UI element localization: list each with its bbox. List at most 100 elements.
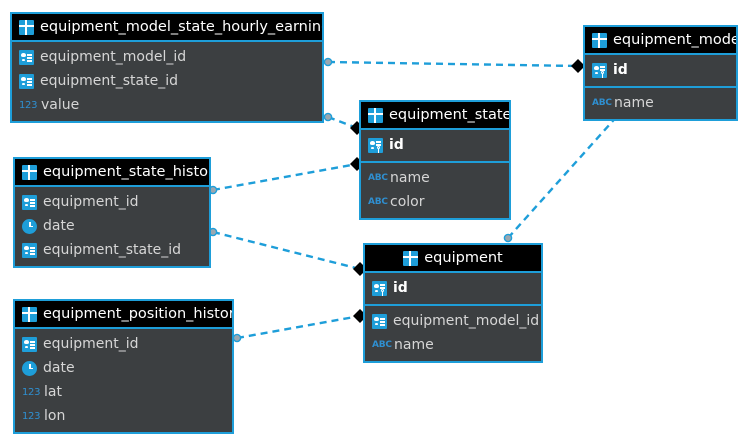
entity-title: equipment: [424, 250, 503, 266]
field-row[interactable]: id: [585, 58, 736, 82]
string-type-icon: ABC: [592, 97, 612, 108]
field-row[interactable]: equipment_id: [15, 332, 232, 356]
field-name: equipment_state_id: [40, 73, 179, 89]
relationship-line[interactable]: [208, 227, 367, 276]
table-icon: [403, 250, 419, 266]
relationship-dashed-line: [212, 162, 358, 192]
field-name: name: [614, 95, 654, 111]
relationship-source-circle: [323, 112, 333, 122]
string-type-icon: ABC: [368, 196, 388, 207]
entity-title: equipment_model: [613, 32, 736, 48]
entity-title: equipment_state_history: [43, 164, 209, 180]
relationship-dashed-line: [212, 230, 361, 271]
field-name: date: [43, 218, 75, 234]
field-row[interactable]: equipment_model_id: [12, 45, 322, 69]
primary-key-icon: [592, 62, 607, 78]
field-name: value: [41, 97, 80, 113]
field-row[interactable]: equipment_id: [15, 190, 209, 214]
field-name: date: [43, 360, 75, 376]
entity-header[interactable]: equipment_model_state_hourly_earnings: [12, 14, 322, 40]
string-type-icon: ABC: [368, 172, 388, 183]
foreign-key-icon: [372, 313, 387, 329]
date-type-icon: [22, 218, 37, 234]
field-group: id: [585, 53, 736, 86]
relationship-line[interactable]: [323, 57, 585, 73]
field-name: id: [393, 280, 408, 296]
relationship-dashed-line: [236, 314, 361, 340]
table-icon: [368, 107, 383, 123]
relationship-source-circle: [323, 57, 333, 67]
field-row[interactable]: date: [15, 356, 232, 380]
string-type-icon: ABC: [372, 339, 392, 350]
primary-key-icon: [372, 280, 387, 296]
field-group: id: [365, 271, 541, 304]
entity-header[interactable]: equipment: [365, 245, 541, 271]
field-name: equipment_model_id: [393, 313, 540, 329]
number-type-icon: 123: [22, 386, 41, 398]
field-name: equipment_id: [43, 194, 139, 210]
field-name: name: [390, 170, 430, 186]
foreign-key-icon: [22, 194, 37, 210]
table-icon: [19, 19, 34, 35]
relationship-source-circle: [232, 333, 242, 343]
relationship-source-circle: [503, 233, 513, 243]
table-icon: [22, 306, 37, 322]
foreign-key-icon: [22, 242, 37, 258]
primary-key-icon: [368, 137, 383, 153]
entity-header[interactable]: equipment_model: [585, 27, 736, 53]
entity-title: equipment_position_history: [43, 306, 232, 322]
field-row[interactable]: date: [15, 214, 209, 238]
field-name: color: [390, 194, 425, 210]
field-name: lon: [44, 408, 66, 424]
field-row[interactable]: id: [365, 276, 541, 300]
entity-header[interactable]: equipment_position_history: [15, 301, 232, 327]
entity-title: equipment_state: [389, 107, 509, 123]
foreign-key-icon: [22, 336, 37, 352]
field-name: id: [613, 62, 628, 78]
field-name: equipment_model_id: [40, 49, 187, 65]
relationship-line[interactable]: [232, 309, 367, 343]
relationship-line[interactable]: [503, 108, 625, 243]
field-name: name: [394, 337, 434, 353]
date-type-icon: [22, 360, 37, 376]
field-name: equipment_id: [43, 336, 139, 352]
relationship-line[interactable]: [208, 157, 364, 195]
field-row[interactable]: equipment_model_id: [365, 309, 541, 333]
entity-title: equipment_model_state_hourly_earnings: [40, 19, 322, 35]
field-row[interactable]: equipment_state_id: [15, 238, 209, 262]
foreign-key-icon: [19, 73, 34, 89]
field-name: id: [389, 137, 404, 153]
entity-header[interactable]: equipment_state_history: [15, 159, 209, 185]
relationship-dashed-line: [507, 113, 620, 239]
relationship-dashed-line: [327, 115, 358, 130]
field-name: equipment_state_id: [43, 242, 182, 258]
field-name: lat: [44, 384, 62, 400]
foreign-key-icon: [19, 49, 34, 65]
field-row[interactable]: id: [361, 133, 509, 157]
table-icon: [22, 164, 37, 180]
field-row[interactable]: equipment_state_id: [12, 69, 322, 93]
field-group: id: [361, 128, 509, 161]
entity-header[interactable]: equipment_state: [361, 102, 509, 128]
relationship-dashed-line: [327, 60, 579, 68]
number-type-icon: 123: [19, 99, 38, 111]
